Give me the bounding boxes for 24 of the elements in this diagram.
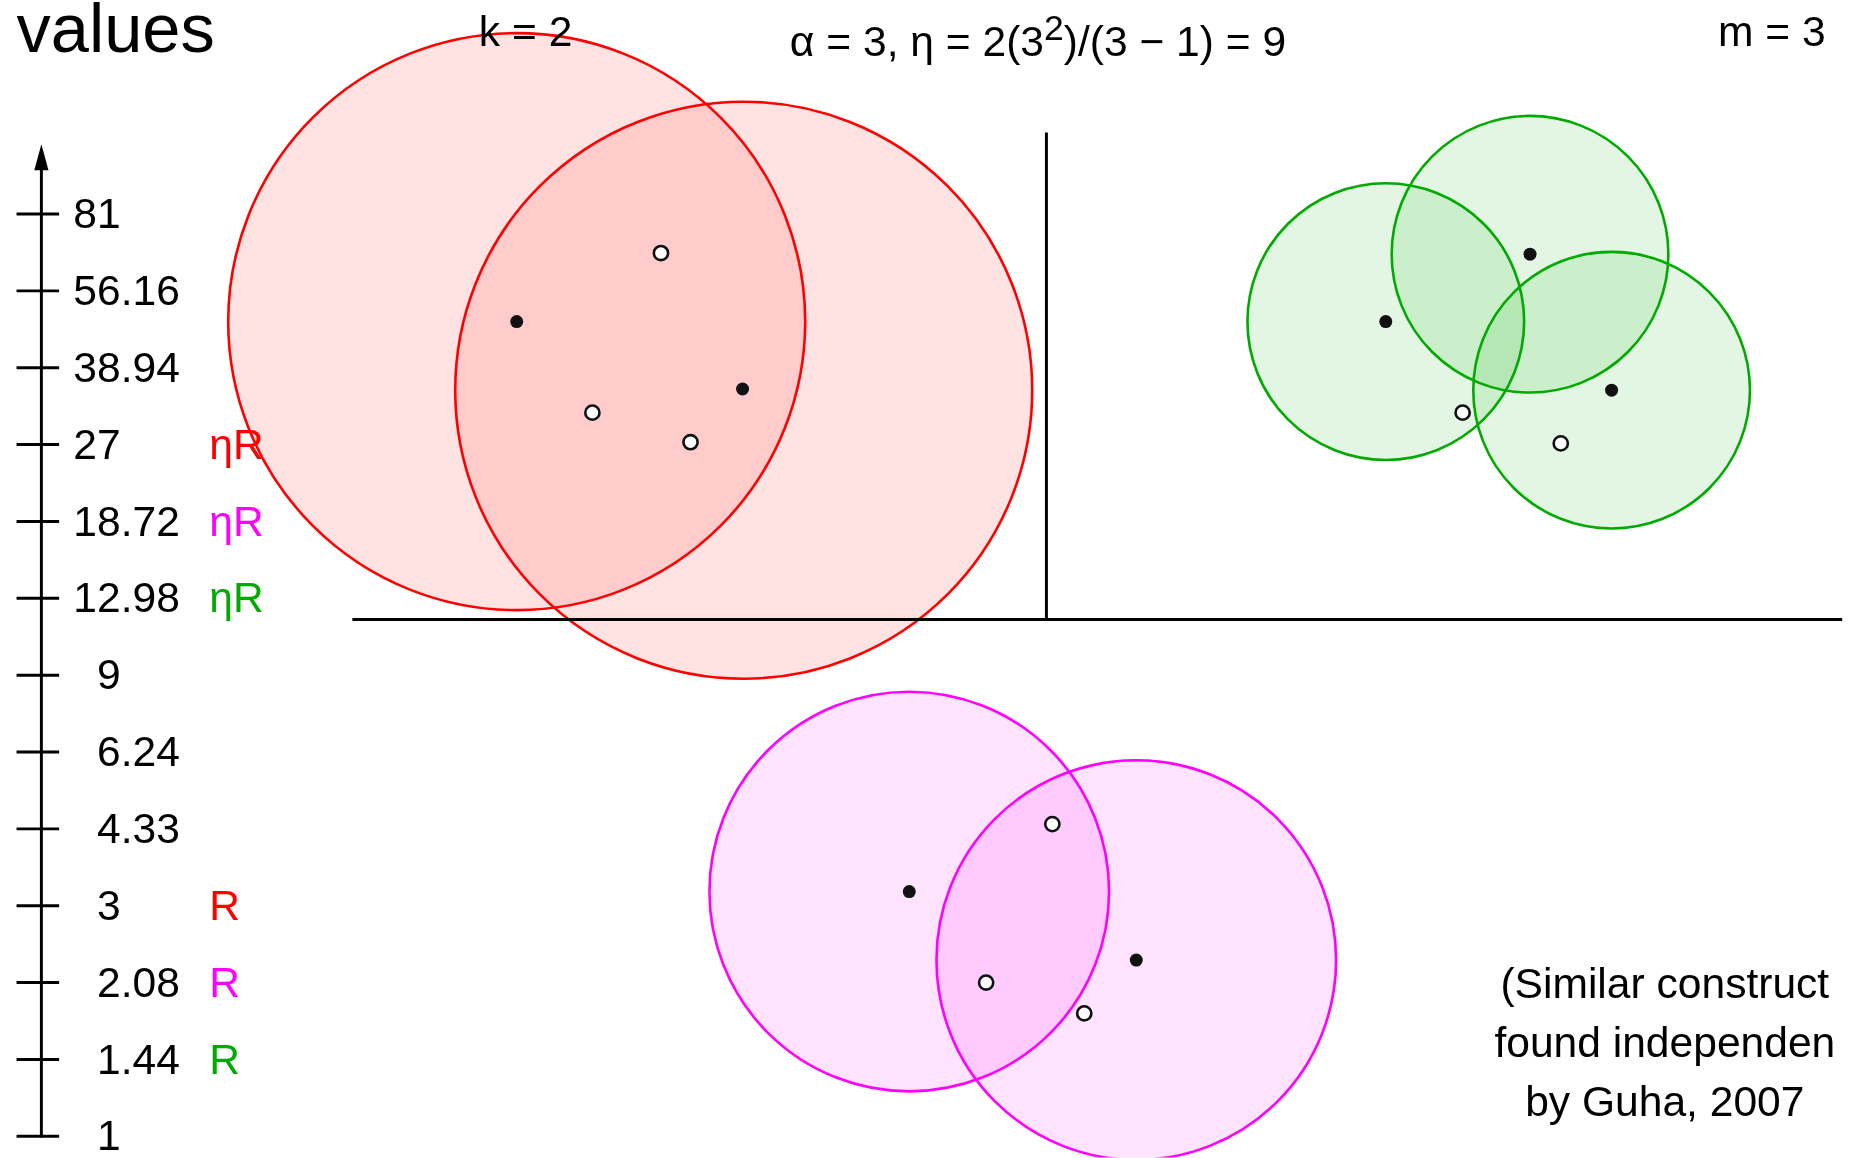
tick-label: 1.44 <box>96 1038 180 1081</box>
formula-text: α = 3, η = 2(3$^{2}$)/(3 − 1) = 9 <box>789 10 1287 63</box>
tick-label: 2.08 <box>96 961 180 1004</box>
radius-label: R <box>209 1038 241 1081</box>
radius-label: R <box>209 961 241 1004</box>
tick-label: 81 <box>73 192 121 236</box>
note-text: found independen <box>1493 1021 1837 1065</box>
tick-label: 9 <box>96 653 121 697</box>
radius-label: R <box>209 884 241 928</box>
parameter-text: m = 3 <box>1718 10 1826 54</box>
tick-label: 56.16 <box>73 269 180 313</box>
tick-label: 18.72 <box>73 500 180 543</box>
radius-label: ηR <box>209 500 264 543</box>
tick-label: 38.94 <box>73 346 180 390</box>
note-text: (Similar construct <box>1499 962 1831 1006</box>
tick-label: 27 <box>73 423 121 466</box>
heading-text: values <box>16 0 215 63</box>
radius-label: ηR <box>209 577 264 620</box>
tick-label: 12.98 <box>73 577 180 620</box>
tick-label: 4.33 <box>96 807 180 851</box>
tick-label: 3 <box>96 884 121 928</box>
tick-label: 6.24 <box>96 730 180 774</box>
tick-label: 1 <box>96 1115 121 1158</box>
note-text: by Guha, 2007 <box>1524 1080 1806 1124</box>
